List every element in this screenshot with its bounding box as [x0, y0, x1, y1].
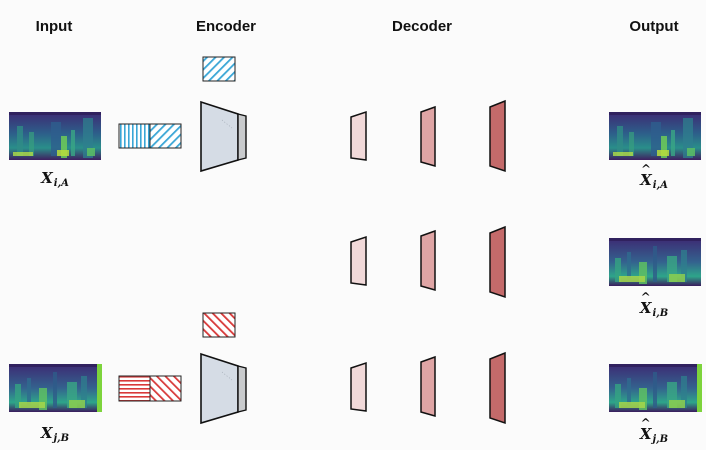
label-xhat-i-b: ^Xi,B	[639, 290, 669, 319]
encoder-top	[200, 100, 247, 173]
decoder-layer-2	[420, 105, 436, 167]
input-spectrogram-x-i-a	[9, 112, 101, 160]
decoder-layer-1	[350, 235, 367, 286]
speaker-code-a-pair	[149, 123, 182, 149]
speaker-code-a	[202, 56, 236, 82]
spectrogram-end-bar	[97, 364, 102, 412]
input-spectrogram-x-j-b	[9, 364, 102, 412]
speaker-code-b-pair	[149, 375, 182, 402]
decoder-row-1	[350, 99, 506, 173]
encoder-bottom	[200, 352, 247, 425]
decoder-layer-2	[420, 355, 436, 417]
output-spectrogram-xhat-j-b	[609, 364, 702, 412]
header-input: Input	[35, 18, 73, 35]
content-code-a	[118, 123, 151, 149]
decoder-row-3	[350, 351, 506, 425]
label-xhat-j-b: ^Xj,B	[639, 416, 669, 445]
header-decoder: Decoder	[391, 18, 453, 35]
decoder-layer-2	[420, 229, 436, 291]
output-spectrogram-xhat-i-b	[609, 238, 701, 286]
header-output: Output	[629, 18, 679, 35]
label-x-i-a: Xi,A	[41, 169, 69, 189]
decoder-layer-3	[489, 351, 506, 425]
header-encoder: Encoder	[195, 18, 257, 35]
content-code-b	[118, 375, 151, 402]
speaker-code-b	[202, 312, 236, 338]
decoder-layer-1	[350, 361, 367, 412]
decoder-layer-3	[489, 99, 506, 173]
decoder-row-2	[350, 225, 506, 299]
label-xhat-i-a: ^Xi,A	[640, 162, 668, 191]
spectrogram-end-bar	[697, 364, 702, 412]
decoder-layer-1	[350, 110, 367, 161]
label-x-j-b: Xj,B	[40, 424, 70, 444]
output-spectrogram-xhat-i-a	[609, 112, 701, 160]
decoder-layer-3	[489, 225, 506, 299]
